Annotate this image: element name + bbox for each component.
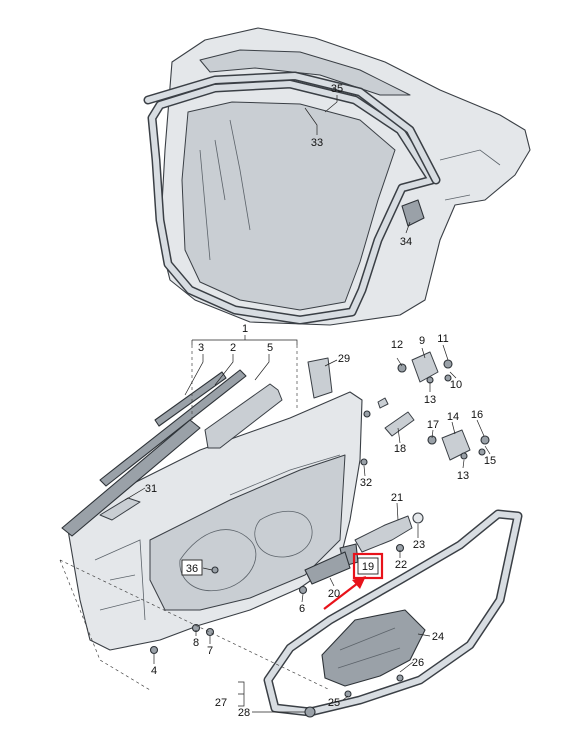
callout-22: 22: [395, 559, 407, 571]
hinge-upper: [397, 351, 453, 384]
callout-12: 12: [391, 339, 403, 351]
highlight-part-19: [323, 552, 384, 610]
callout-13a: 13: [424, 394, 436, 406]
callout-2: 2: [230, 342, 236, 354]
callout-6: 6: [299, 603, 305, 615]
door-opening-seal: [147, 79, 437, 325]
part-34-bracket: [401, 199, 425, 227]
callout-21: 21: [391, 492, 403, 504]
part-28-clip: [304, 674, 404, 718]
door-check: [363, 397, 415, 437]
window-strips: [61, 369, 283, 537]
callout-7: 7: [207, 645, 213, 657]
part-20-handle-housing: [304, 551, 351, 585]
callout-36: 36: [186, 563, 198, 575]
callout-4: 4: [151, 665, 157, 677]
callout-19: 19: [362, 561, 374, 573]
callout-18: 18: [394, 443, 406, 455]
callout-33: 33: [311, 137, 323, 149]
body-side-frame: [159, 27, 531, 326]
callout-13b: 13: [457, 470, 469, 482]
roof-seal: [143, 71, 441, 185]
callout-8: 8: [193, 637, 199, 649]
highlight-box: [352, 552, 384, 580]
callout-25: 25: [328, 697, 340, 709]
callout-28: 28: [238, 707, 250, 719]
callout-23: 23: [413, 539, 425, 551]
callout-11: 11: [437, 333, 448, 345]
callout-17: 17: [427, 419, 439, 431]
callout-20: 20: [328, 588, 340, 600]
callout-26: 26: [412, 657, 424, 669]
callout-9: 9: [419, 335, 425, 347]
part-24-insulation: [321, 609, 426, 687]
callout-1: 1: [242, 323, 248, 335]
callout-15: 15: [484, 455, 496, 467]
highlight-arrow-head: [352, 576, 366, 589]
callout-27: 27: [215, 697, 227, 709]
callout-24: 24: [432, 631, 444, 643]
callout-36-box: [181, 559, 203, 576]
hinge-lower: [427, 429, 490, 461]
leader-lines: [124, 95, 491, 713]
callout-16: 16: [471, 409, 483, 421]
callout-34: 34: [400, 236, 412, 248]
part-29-clip: [307, 357, 333, 399]
highlight-arrow-shaft: [323, 582, 359, 610]
callout-35: 35: [331, 83, 343, 95]
callout-32: 32: [360, 477, 372, 489]
callout-labels: 35 33 34 1 3 2 5 29 12 9 11 10 13 14 16 …: [145, 83, 496, 719]
door-seal: [263, 509, 523, 717]
callout-5: 5: [267, 342, 273, 354]
callout-29: 29: [338, 353, 350, 365]
callout-10: 10: [450, 379, 462, 391]
callout-19-box: [357, 557, 379, 575]
callout-3: 3: [198, 342, 204, 354]
callout-31: 31: [145, 483, 157, 495]
callout-14: 14: [447, 411, 459, 423]
